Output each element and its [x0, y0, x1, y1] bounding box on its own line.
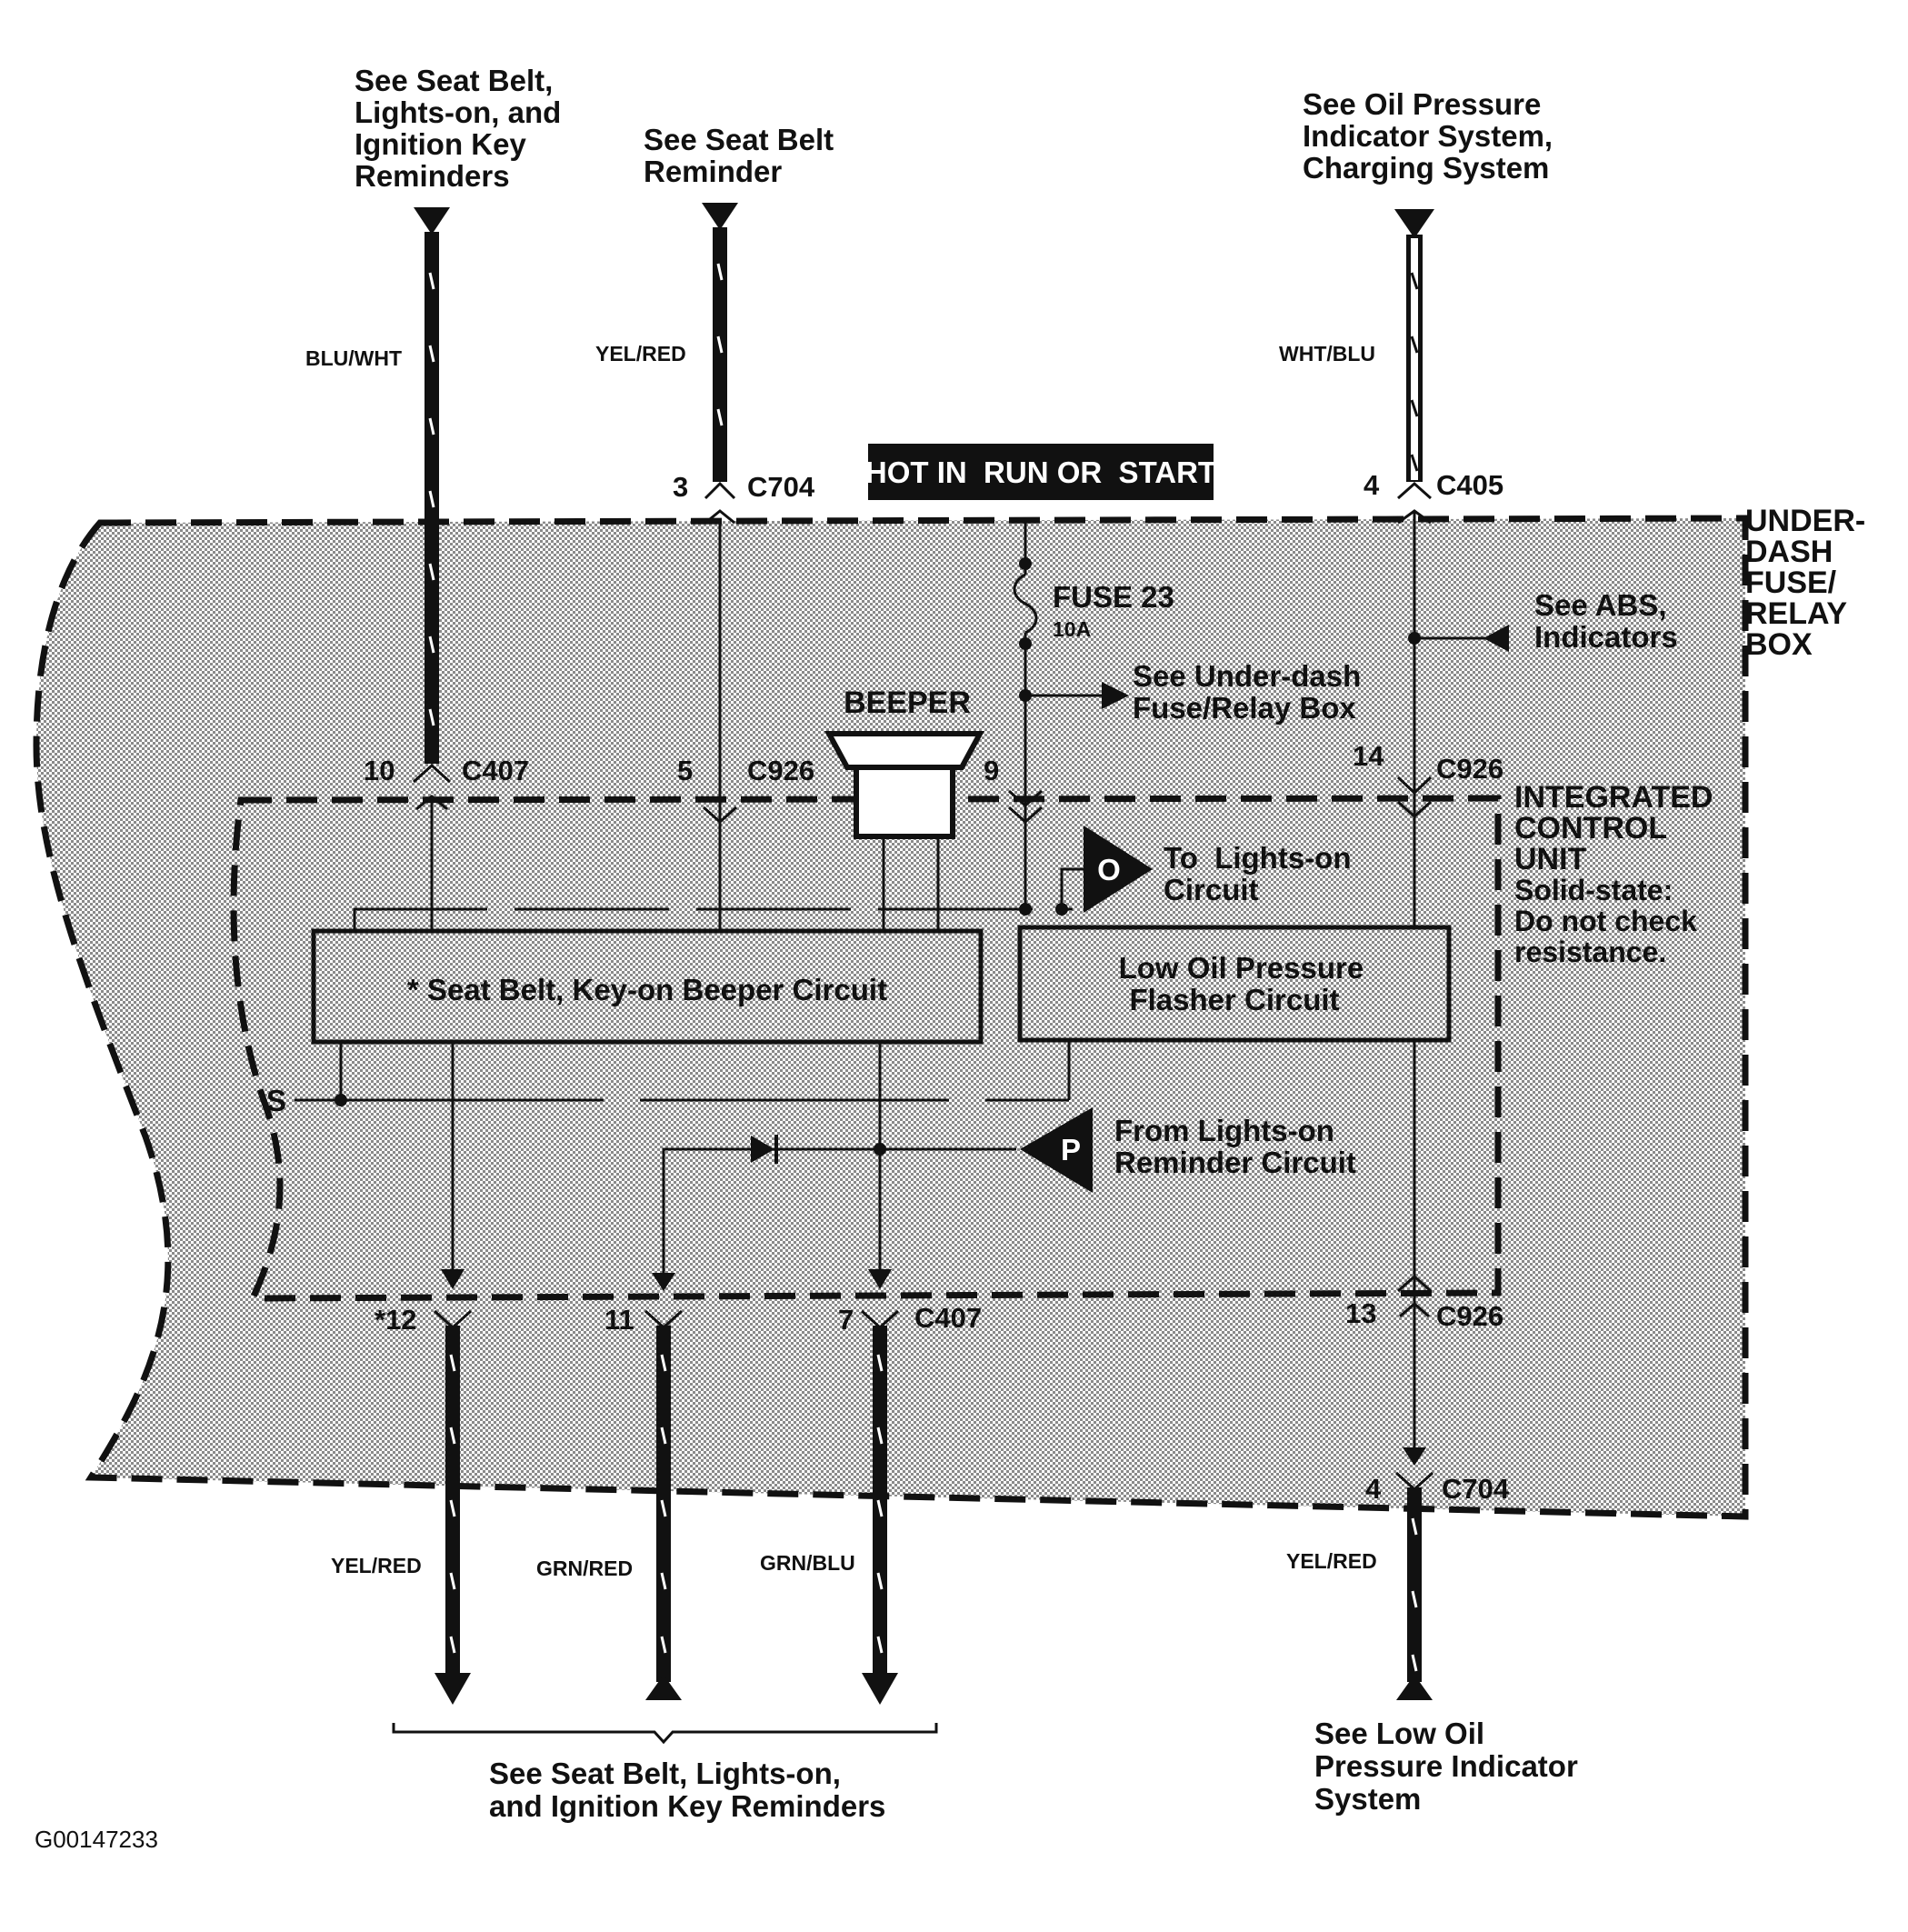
- lights-on-out-label: To Lights-on Circuit: [1164, 841, 1360, 906]
- c926-pin13-connector-inner: [1399, 1302, 1430, 1318]
- yel-red-bottom-right-arrow: [1396, 1675, 1433, 1700]
- pin7-internal-arrow: [868, 1269, 892, 1289]
- yel-red-top-end-arrow: [702, 203, 738, 230]
- c926-pin14-name: C926: [1436, 753, 1503, 785]
- bottom-right-reference-label: See Low Oil Pressure Indicator System: [1314, 1717, 1586, 1816]
- c704-bottom-pin: 4: [1365, 1473, 1382, 1505]
- lights-on-out-wire: [1060, 867, 1087, 909]
- pin13-arrow-down: [1403, 1447, 1426, 1466]
- power-rail: [353, 907, 1073, 931]
- c405-name: C405: [1436, 469, 1503, 501]
- c926-pin9: 9: [984, 755, 999, 786]
- icu-label: INTEGRATED CONTROL UNIT: [1514, 780, 1722, 876]
- c405-pin: 4: [1364, 469, 1380, 501]
- bottom-left-reference-label: See Seat Belt, Lights-on, and Ignition K…: [489, 1757, 885, 1823]
- c407-pin12: *12: [375, 1304, 417, 1336]
- lights-on-in-node: [874, 1143, 886, 1156]
- lights-on-in-marker: [1020, 1107, 1093, 1193]
- c926-pin13: 13: [1345, 1297, 1376, 1329]
- c704-top-connector-inner: [704, 509, 735, 525]
- seat-belt-beeper-circuit-box: [311, 928, 984, 1045]
- c704-top-connector: [704, 481, 736, 500]
- c407-pin11: 11: [604, 1304, 634, 1336]
- case-ground-symbol: S: [266, 1084, 286, 1117]
- abs-tap-arrow: [1483, 625, 1509, 652]
- c704-top-name: C704: [747, 471, 815, 503]
- c926-pin13-connector: [1397, 1274, 1432, 1293]
- top-mid-reference-label: See Seat Belt Reminder: [644, 123, 842, 188]
- c407-top-connector: [412, 763, 452, 784]
- fuse-23-label: FUSE 23: [1053, 580, 1174, 614]
- under-dash-tap-arrow: [1102, 682, 1129, 709]
- bottom-bracket: [392, 1723, 938, 1745]
- grn-red-label: GRN/RED: [536, 1557, 633, 1580]
- c926-pin5-name: C926: [747, 755, 814, 786]
- yel-red-bottom-left-arrow: [435, 1673, 471, 1705]
- c405-connector: [1397, 481, 1432, 500]
- yel-red-bottom-left-label: YEL/RED: [331, 1554, 422, 1577]
- fuse-23-rating: 10A: [1053, 617, 1091, 641]
- fuse-23-symbol: [1013, 573, 1038, 635]
- beeper-icon: [824, 731, 985, 770]
- abs-reference-label: See ABS, Indicators: [1534, 588, 1678, 654]
- c407-pin7: 7: [838, 1304, 854, 1336]
- wht-blu-end-arrow: [1394, 209, 1434, 238]
- power-rail-node: [1019, 903, 1032, 916]
- beeper-body: [854, 765, 955, 839]
- c926-pin5: 5: [677, 755, 693, 786]
- ground-rail-node: [335, 1094, 347, 1106]
- low-oil-pressure-flasher-box: [1017, 925, 1452, 1043]
- top-right-reference-label: See Oil Pressure Indicator System, Charg…: [1303, 87, 1561, 185]
- pin11-internal-arrow: [652, 1273, 675, 1291]
- grn-red-end-arrow: [645, 1675, 682, 1700]
- seat-belt-circuit-label: * Seat Belt, Key-on Beeper Circuit: [407, 973, 887, 1006]
- fuse-node-top: [1019, 557, 1032, 570]
- c926-pin13-name: C926: [1436, 1300, 1503, 1332]
- c407-top-pin: 10: [364, 755, 395, 786]
- figure-id: G00147233: [35, 1826, 158, 1853]
- yel-red-bottom-right-label: YEL/RED: [1286, 1549, 1377, 1573]
- diode-icon: [751, 1136, 774, 1163]
- grn-blu-end-arrow: [862, 1673, 898, 1705]
- under-dash-box-label: UNDER- DASH FUSE/ RELAY BOX: [1745, 504, 1874, 662]
- lights-on-in-marker-letter: P: [1061, 1133, 1081, 1166]
- yel-red-top-wire-label: YEL/RED: [595, 342, 686, 365]
- integrated-control-unit-box: [230, 795, 1502, 1302]
- blu-wht-end-arrow: [414, 207, 450, 235]
- hot-in-run-or-start-label: HOT IN RUN OR START: [865, 455, 1216, 489]
- lights-on-out-marker-letter: O: [1097, 853, 1121, 886]
- wht-blu-stripe-marks: [1410, 272, 1419, 472]
- c704-bottom-name: C704: [1442, 1473, 1510, 1505]
- lights-on-out-marker: [1084, 826, 1153, 913]
- beeper-label: BEEPER: [844, 686, 971, 720]
- pin12-internal-arrow: [441, 1269, 465, 1289]
- under-dash-reference-label: See Under-dash Fuse/Relay Box: [1133, 659, 1369, 725]
- icu-note: Solid-state: Do not check resistance.: [1514, 874, 1705, 968]
- low-oil-circuit-label: Low Oil Pressure Flasher Circuit: [1119, 951, 1373, 1016]
- c407-bottom-name: C407: [914, 1302, 982, 1334]
- hot-in-run-or-start-box: [868, 444, 1214, 500]
- top-left-reference-label: See Seat Belt, Lights-on, and Ignition K…: [355, 64, 569, 193]
- c407-top-name: C407: [462, 755, 529, 786]
- pin11-internal-wire: [662, 1147, 1016, 1289]
- blu-wht-wire-label: BLU/WHT: [305, 346, 402, 370]
- c704-top-pin: 3: [673, 471, 688, 503]
- c926-pin14: 14: [1353, 740, 1384, 772]
- lights-on-in-label: From Lights-on Reminder Circuit: [1114, 1114, 1356, 1179]
- wire-stripe-marks: [428, 263, 1418, 1672]
- wht-blu-wire-label: WHT/BLU: [1279, 342, 1375, 365]
- grn-blu-label: GRN/BLU: [760, 1551, 855, 1575]
